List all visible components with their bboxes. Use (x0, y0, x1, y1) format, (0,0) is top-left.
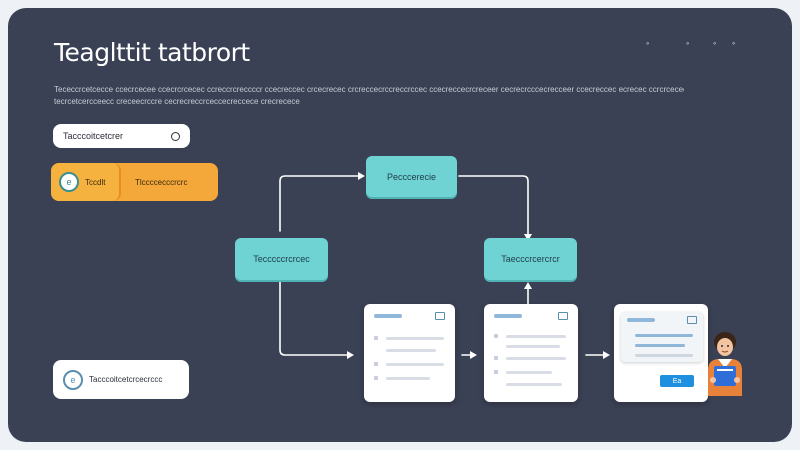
document-header (494, 314, 522, 318)
connector-top-right (458, 175, 529, 238)
badge-icon: e (59, 172, 79, 192)
flow-node-top[interactable]: Pecccerecie (366, 156, 457, 197)
orange-button-left-label: Tccdlt (85, 177, 106, 187)
orange-button-left[interactable]: e Tccdlt (51, 163, 121, 201)
flow-node-top-label: Pecccerecie (386, 171, 437, 182)
orange-button-group[interactable]: e Tccdlt Tlccccecccrcrc (51, 163, 218, 201)
document-action-label: Ea (672, 377, 682, 385)
document-header (627, 318, 655, 322)
arrowhead-doc1-doc2 (470, 351, 477, 359)
window-control-3[interactable]: ◦ (713, 38, 717, 48)
diagram-panel: Teaglttit tatbrort Tececcrcetcecce ccecr… (8, 8, 792, 442)
document-icon (435, 312, 445, 320)
document-card-2[interactable] (484, 304, 578, 402)
document-action-button[interactable]: Ea (660, 375, 694, 387)
flow-connectors (279, 172, 610, 359)
flow-node-left[interactable]: Tecccccrcrcec (235, 238, 328, 280)
window-control-2[interactable]: ◦ (686, 38, 690, 48)
flow-node-right[interactable]: Taecccrcercrcr (484, 238, 577, 280)
connector-left-down (279, 280, 349, 356)
document-card-3[interactable]: Ea (614, 304, 708, 402)
toggle-icon[interactable] (171, 131, 180, 141)
person-illustration (708, 332, 742, 396)
bottom-card-label: Tacccoitcetcrcecrccc (89, 375, 163, 384)
badge-icon: e (63, 369, 83, 390)
search-card-label: Tacccoitcetcrer (63, 131, 124, 141)
window-control-4[interactable]: ◦ (732, 38, 736, 48)
flow-node-right-label: Taecccrcercrcr (501, 254, 560, 264)
flow-node-left-label: Tecccccrcrcec (253, 254, 310, 264)
document-header (374, 314, 402, 318)
document-icon (558, 312, 568, 320)
arrowhead-top-right (524, 234, 532, 241)
page-subtitle: Tececcrcetcecce ccecrcecee ccecrcrcecec … (54, 84, 684, 108)
arrowhead-left-down (347, 351, 354, 359)
document-preview (621, 312, 703, 362)
bottom-card[interactable]: e Tacccoitcetcrcecrccc (53, 360, 189, 399)
arrowhead-top-left (358, 172, 365, 180)
document-icon (687, 316, 697, 324)
search-card[interactable]: Tacccoitcetcrer (53, 124, 190, 148)
page-title: Teaglttit tatbrort (54, 38, 250, 67)
orange-button-right-label: Tlccccecccrcrc (135, 177, 188, 187)
window-control-1[interactable]: ◦ (646, 38, 650, 48)
document-card-1[interactable] (364, 304, 455, 402)
orange-button-right[interactable]: Tlccccecccrcrc (123, 163, 218, 201)
arrowhead-right-up (524, 282, 532, 289)
subtitle-line-1: Tececcrcetcecce ccecrcecee ccecrcrcecec … (54, 85, 684, 94)
subtitle-line-2: tecrcetcercceecc creceecrccre cecrecrecc… (54, 97, 300, 106)
connector-top-left (279, 175, 361, 232)
arrowhead-doc2-doc3 (603, 351, 610, 359)
